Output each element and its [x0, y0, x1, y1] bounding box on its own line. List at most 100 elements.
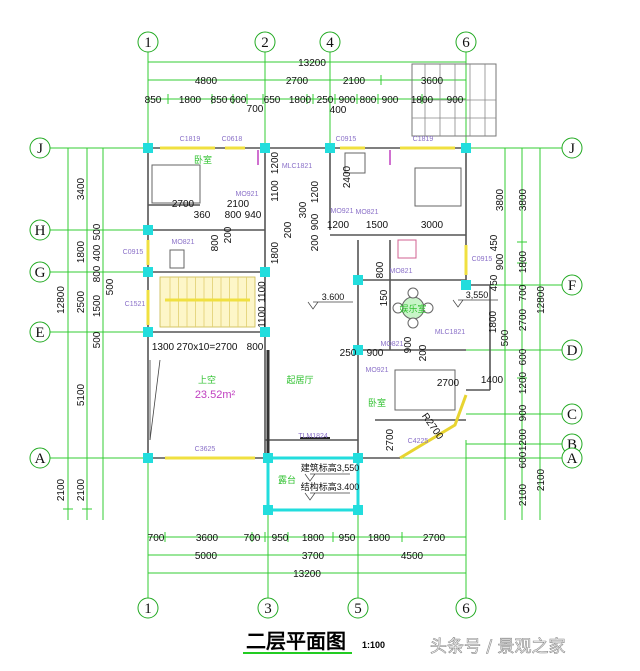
interior-dims-9: 800: [225, 210, 242, 221]
bed: [394, 369, 456, 411]
dims-left-detail-1: 400: [92, 244, 103, 261]
axis-bubble: [347, 597, 369, 619]
interior-dims-5: 2400: [342, 165, 353, 188]
dims-right-inner-1: 450: [489, 234, 500, 251]
dims-left-detail-0: 500: [92, 223, 103, 240]
column: [353, 453, 363, 463]
axis-label: 4: [326, 35, 334, 51]
drawing-scale: 1:100: [362, 640, 385, 650]
column: [260, 267, 270, 277]
dims-right-inner-3: 450: [489, 274, 500, 291]
axis-bubble: [29, 137, 51, 159]
dims-right-mid-9: 2100: [518, 483, 529, 506]
openings-12: MLC1821: [435, 329, 465, 336]
rooms-void: 上空: [198, 374, 216, 386]
drawing-title: 二层平面图: [246, 629, 346, 653]
openings-9: C0915: [123, 249, 144, 256]
column: [461, 143, 471, 153]
column: [260, 327, 270, 337]
terrace-railing: [266, 456, 360, 512]
dims-top-mid-2: 2100: [343, 76, 366, 87]
dims-bottom-total: 13200: [293, 569, 321, 580]
dims-top-detail-6: 250: [317, 95, 334, 106]
axis-bubble: [137, 31, 159, 53]
interior-dims-2: 1200: [270, 151, 281, 174]
dims-top-detail-11: 900: [447, 95, 464, 106]
level-marker: [307, 301, 353, 310]
interior-dims-24: 1100: [257, 306, 268, 328]
axis-label: A: [567, 451, 578, 467]
axis-label: 1: [144, 35, 152, 51]
column: [461, 280, 471, 290]
dims-right-inner-0: 3800: [495, 188, 506, 211]
interior-dims-11: 300: [298, 201, 309, 218]
dims-top-mid-3: 3600: [421, 76, 444, 87]
dims-left-mid-4: 2100: [76, 478, 87, 501]
rooms-terrace: 露台: [278, 474, 296, 486]
dimension-lines: [63, 61, 541, 574]
interior-dims-6: 2700: [172, 199, 195, 210]
openings-3: C1819: [413, 136, 434, 143]
openings-11: MO821: [390, 268, 413, 275]
axis-bubble: [455, 597, 477, 619]
openings-13: MO821: [381, 341, 404, 348]
rooms-recreation: 娱乐室: [399, 303, 426, 315]
interior-dims-30: 900: [403, 336, 414, 353]
column: [353, 345, 363, 355]
interior-dims-12: 1200: [327, 220, 350, 231]
dims-right-mid-6: 900: [518, 404, 529, 421]
dims-bottom-detail-0: 700: [148, 533, 165, 544]
axis-bubble: [319, 31, 341, 53]
interior-dims-13: 1500: [366, 220, 389, 231]
column: [263, 453, 273, 463]
interior-dims-14: 3000: [421, 220, 444, 231]
dims-top-detail-8: 800: [360, 95, 377, 106]
dims-bottom-mid-1: 3700: [302, 551, 325, 562]
interior-dims-15: 800: [210, 234, 221, 251]
dims-bottom-detail-6: 1800: [368, 533, 391, 544]
dims-top-detail-2: 850: [211, 95, 228, 106]
axis-bubble: [561, 403, 583, 425]
dims-right-outer-1: 2100: [536, 468, 547, 491]
chair: [422, 302, 434, 314]
axis-bubble: [561, 447, 583, 469]
dims-right-mid-2: 700: [518, 284, 529, 301]
axis-bubble: [561, 339, 583, 361]
axis-label: 6: [462, 35, 470, 51]
dims-top-detail-9: 900: [382, 95, 399, 106]
dims-left-detail-4: 1500: [92, 294, 103, 317]
interior-dims-23: 1100: [257, 281, 268, 303]
column: [143, 225, 153, 235]
openings-8: MO821: [172, 239, 195, 246]
interior-dims-34: 2700: [385, 428, 396, 451]
toilet: [344, 152, 366, 174]
dims-left-outer-0: 12800: [56, 286, 67, 314]
axis-label: J: [37, 141, 43, 157]
axis-label: A: [35, 451, 46, 467]
interior-dims-7: 2100: [227, 199, 250, 210]
dims-top-detail-4: 650: [264, 95, 281, 106]
axis-bubble: [29, 219, 51, 241]
dims-left-mid-3: 5100: [76, 383, 87, 406]
openings-0: C1819: [180, 136, 201, 143]
toilet: [169, 249, 185, 269]
axis-bubble: [29, 321, 51, 343]
interior-dims-0: 700: [247, 104, 264, 115]
interior-dims-21: 800: [375, 261, 386, 278]
column: [353, 275, 363, 285]
dims-right-mid-7: 1200: [518, 428, 529, 451]
dims-bottom-detail-7: 2700: [423, 533, 446, 544]
axis-bubble: [254, 31, 276, 53]
axis-label: 3: [264, 601, 272, 617]
dims-left-detail-3: 500: [105, 278, 116, 295]
interior-dims-10: 940: [245, 210, 262, 221]
dims-top-mid-1: 2700: [286, 76, 309, 87]
rooms-void-area: 23.52m²: [195, 389, 236, 401]
watermark: 头条号 / 景观之家: [430, 637, 566, 657]
openings-10: C1521: [125, 301, 146, 308]
column: [143, 327, 153, 337]
interior-dims-20: 200: [310, 234, 321, 251]
level-marker: [452, 299, 498, 308]
furniture: [149, 150, 462, 441]
dims-right-mid-0: 3800: [518, 188, 529, 211]
